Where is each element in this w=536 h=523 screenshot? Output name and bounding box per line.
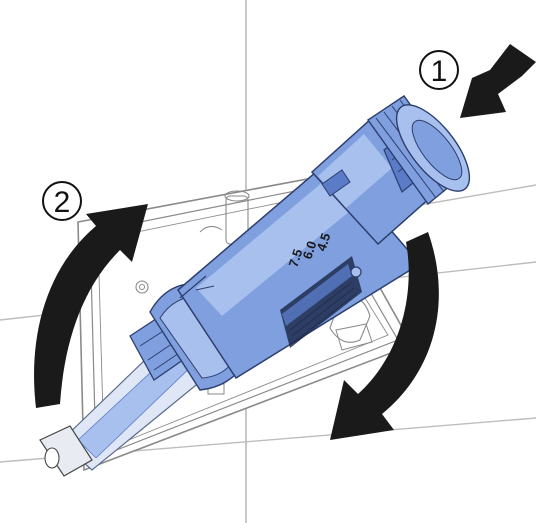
step-2-number: 2	[54, 186, 71, 219]
counterclockwise-rotate-arrow-icon	[34, 204, 148, 408]
clockwise-rotate-arrow-icon	[330, 232, 439, 440]
threaded-end	[367, 95, 471, 206]
step-1-marker: 1	[419, 50, 459, 90]
valve-cartridge	[39, 95, 471, 477]
scale-label-6-0: 6.0	[300, 239, 320, 261]
push-arrow-icon	[460, 44, 536, 118]
step-1-circle	[419, 50, 459, 90]
step-2-marker: 2	[42, 181, 82, 221]
step-1-number: 1	[431, 55, 448, 88]
scale-label-4-5: 4.5	[314, 231, 334, 253]
scale-label-7-5: 7.5	[286, 247, 306, 269]
step-2-circle	[42, 181, 82, 221]
scale-labels: 7.5 6.0 4.5	[286, 231, 334, 269]
